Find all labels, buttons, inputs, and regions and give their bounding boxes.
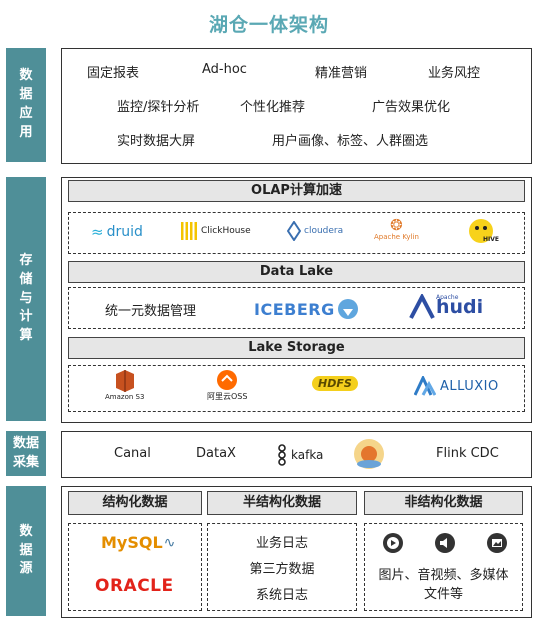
- app-item: 业务风控: [428, 66, 481, 81]
- side-label-storage-text: 存储与计算: [19, 252, 33, 344]
- side-label-storage: 存储与计算: [6, 177, 46, 421]
- hive-logo: HIVE: [466, 216, 499, 248]
- unstructured-header: 非结构化数据: [364, 491, 523, 515]
- business-log: 业务日志: [255, 536, 308, 551]
- alluxio-text: ALLUXIO: [440, 378, 499, 394]
- semi-structured-box: 业务日志 第三方数据 系统日志: [207, 523, 357, 611]
- data-lake-box: 统一元数据管理 ICEBERG Apache hudi: [68, 287, 525, 329]
- app-item: 精准营销: [315, 66, 368, 81]
- kafka-logo: kafka: [275, 444, 323, 466]
- hdfs-icon: HDFS: [312, 376, 358, 391]
- app-item: 固定报表: [87, 66, 140, 81]
- data-lake-bar: Data Lake: [68, 261, 525, 283]
- third-party-data: 第三方数据: [249, 562, 315, 577]
- flink-logo: [352, 437, 386, 471]
- clickhouse-text: ClickHouse: [201, 226, 251, 236]
- iceberg-icon: [337, 299, 358, 319]
- app-item: 用户画像、标签、人群圈选: [272, 134, 429, 149]
- structured-header: 结构化数据: [68, 491, 202, 515]
- side-label-collect: 数据采集: [6, 431, 46, 476]
- app-item: Ad-hoc: [202, 62, 247, 77]
- alluxio-logo: ALLUXIO: [414, 376, 499, 396]
- hdfs-logo: HDFS: [312, 376, 358, 391]
- mysql-text: MySQL: [101, 533, 163, 552]
- collection-panel: Canal DataX kafka Flink CDC: [61, 431, 532, 478]
- app-item: 个性化推荐: [240, 100, 306, 115]
- metadata-management: 统一元数据管理: [105, 304, 197, 319]
- clickhouse-icon: [181, 222, 197, 240]
- aliyun-oss-logo: 阿里云OSS: [207, 369, 247, 402]
- cloudera-text: cloudera: [304, 226, 344, 236]
- hive-text: HIVE: [483, 236, 499, 243]
- mysql-logo: MySQL ∿: [101, 533, 175, 552]
- druid-text: druid: [106, 224, 143, 240]
- hudi-icon: [409, 294, 435, 319]
- oss-icon: [217, 370, 238, 390]
- kylin-icon: ❂: [390, 216, 403, 234]
- kafka-text: kafka: [291, 448, 324, 462]
- app-item: 实时数据大屏: [117, 134, 196, 149]
- druid-logo: ≈ druid: [91, 223, 143, 241]
- amazon-s3-logo: Amazon S3: [105, 369, 144, 401]
- unstructured-box: 图片、音视频、多媒体 文件等: [364, 523, 523, 611]
- kylin-text: Apache Kylin: [374, 233, 419, 241]
- s3-icon: [115, 370, 134, 392]
- system-log: 系统日志: [255, 588, 308, 603]
- mysql-dolphin-icon: ∿: [163, 534, 176, 551]
- hudi-apache-text: Apache: [436, 294, 459, 301]
- cloudera-logo: cloudera: [287, 221, 343, 241]
- alluxio-icon: [414, 376, 436, 396]
- media-text-line1: 图片、音视频、多媒体: [378, 568, 509, 583]
- oracle-text: ORACLE: [95, 576, 174, 596]
- iceberg-text: ICEBERG: [254, 299, 335, 319]
- oracle-logo: ORACLE: [95, 576, 174, 596]
- page-title: 湖仓一体架构: [208, 14, 329, 36]
- data-source-panel: 结构化数据 MySQL ∿ ORACLE 半结构化数据 业务日志 第三方数据 系…: [61, 486, 532, 618]
- side-label-collect-text: 数据采集: [12, 435, 39, 470]
- app-item: 监控/探针分析: [117, 100, 200, 115]
- flink-squirrel-icon: [354, 439, 384, 469]
- image-icon: [487, 533, 507, 553]
- datax-text: DataX: [196, 446, 236, 461]
- media-text-line2: 文件等: [423, 587, 463, 602]
- olap-logos-box: ≈ druid ClickHouse cloudera ❂ Apache Kyl…: [68, 212, 525, 254]
- cloudera-icon: [287, 221, 301, 241]
- druid-icon: ≈: [91, 223, 104, 241]
- aliyun-oss-text: 阿里云OSS: [207, 392, 248, 401]
- olap-bar: OLAP计算加速: [68, 180, 525, 202]
- app-item: 广告效果优化: [372, 100, 451, 115]
- iceberg-logo: ICEBERG: [254, 298, 359, 320]
- kafka-icon: [278, 444, 286, 466]
- kylin-logo: ❂ Apache Kylin: [374, 217, 419, 241]
- amazon-s3-text: Amazon S3: [105, 393, 145, 401]
- lake-storage-bar: Lake Storage: [68, 337, 525, 359]
- hive-icon: [469, 219, 493, 243]
- flink-cdc-text: Flink CDC: [436, 446, 499, 461]
- hudi-logo: Apache hudi: [409, 294, 483, 320]
- structured-box: MySQL ∿ ORACLE: [68, 523, 202, 611]
- lake-storage-box: Amazon S3 阿里云OSS HDFS ALLUXIO: [68, 365, 525, 412]
- hudi-text: hudi: [436, 296, 484, 318]
- side-label-app-text: 数据应用: [19, 68, 33, 140]
- clickhouse-logo: ClickHouse: [181, 221, 251, 241]
- semi-structured-header: 半结构化数据: [207, 491, 357, 515]
- applications-panel: 固定报表 Ad-hoc 精准营销 业务风控 监控/探针分析 个性化推荐 广告效果…: [61, 48, 532, 164]
- side-label-app: 数据应用: [6, 48, 46, 162]
- side-label-source: 数据源: [6, 486, 46, 616]
- storage-compute-panel: OLAP计算加速 ≈ druid ClickHouse cloudera ❂ A…: [61, 177, 532, 423]
- canal-text: Canal: [114, 446, 151, 461]
- audio-icon: [435, 533, 455, 553]
- side-label-source-text: 数据源: [19, 523, 33, 577]
- play-icon: [383, 533, 403, 553]
